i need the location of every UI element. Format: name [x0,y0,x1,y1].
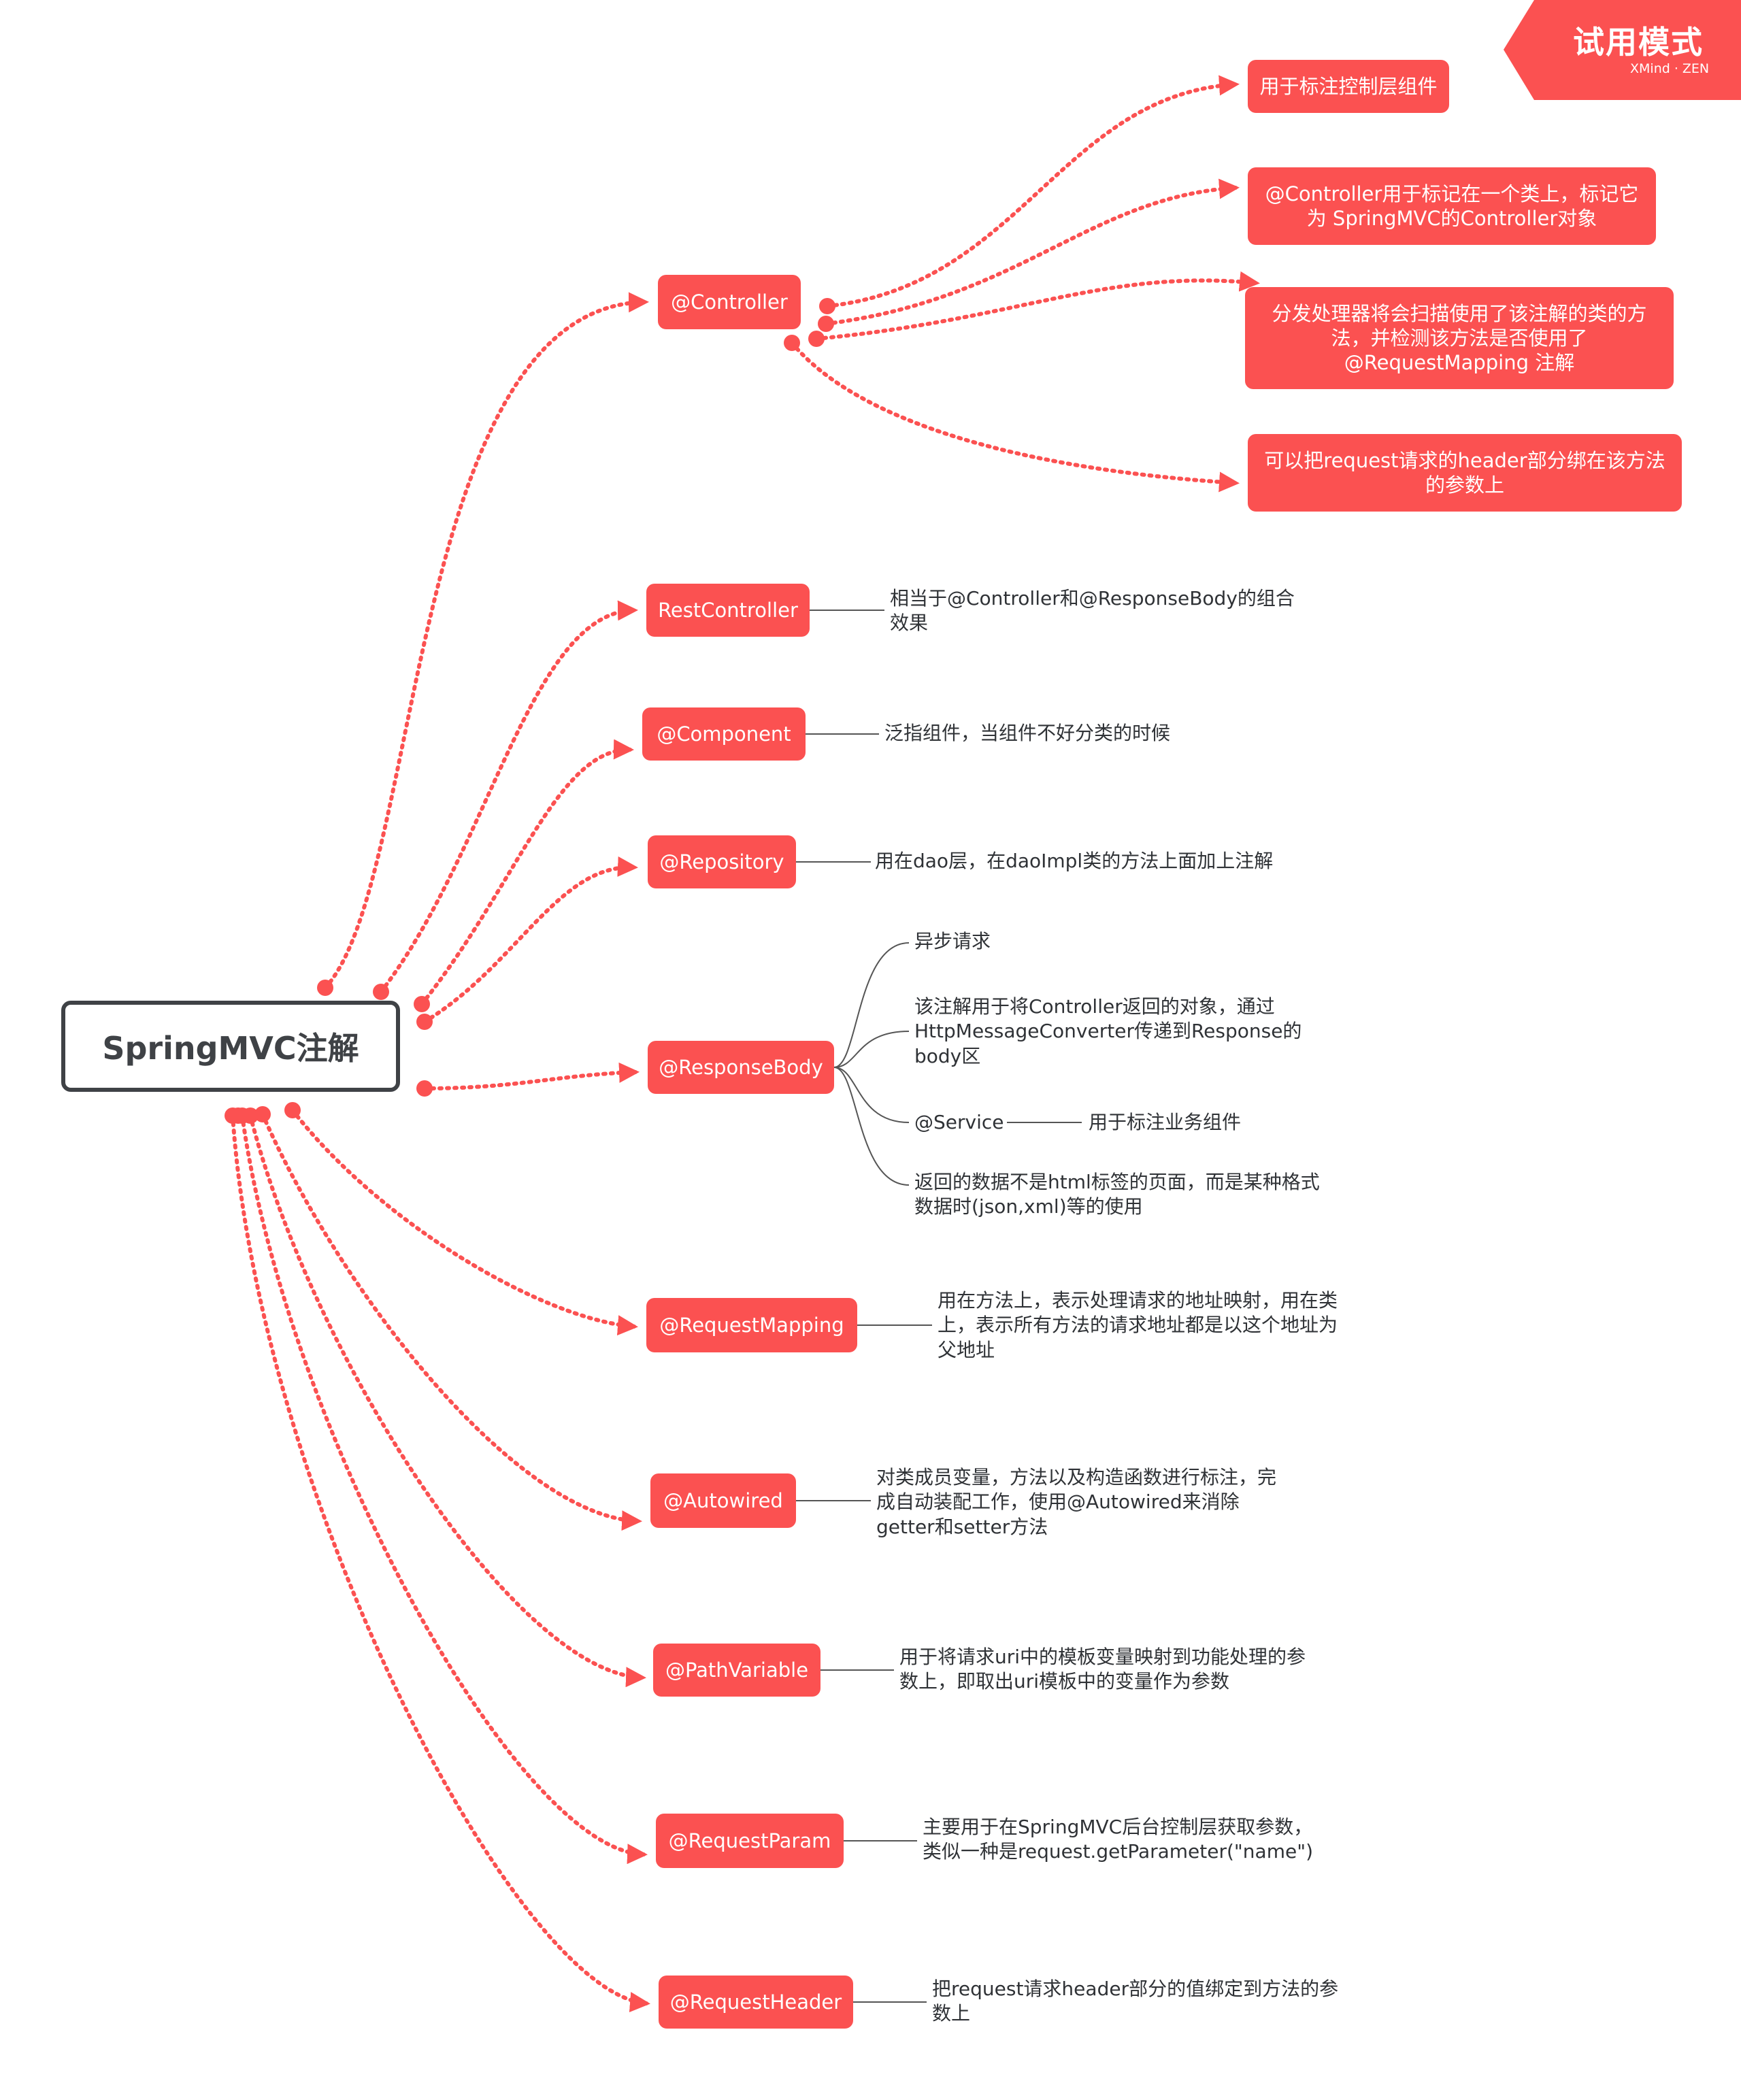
note-requestmapping: 用在方法上，表示处理请求的地址映射，用在类上，表示所有方法的请求地址都是以这个地… [938,1289,1338,1361]
connector-dot-controller [317,980,333,996]
responsebody-sub-3-note: 用于标注业务组件 [1089,1111,1242,1133]
link-root-controller [323,292,649,990]
note-autowired: 对类成员变量，方法以及构造函数进行标注，完成自动装配工作，使用@Autowire… [876,1466,1277,1538]
responsebody-sub-1: 异步请求 [914,930,991,952]
connector-dot-controller-2 [818,316,834,332]
connector-dot-responsebody [416,1080,433,1097]
topic-pathvariable[interactable]: @PathVariable [653,1644,820,1697]
link-root-pathvariable [248,1114,646,1688]
link-root-requestparam [240,1114,648,1865]
topic-restcontroller[interactable]: RestController [646,584,810,637]
link-controller-2 [824,178,1240,326]
topic-controller[interactable]: @Controller [658,275,801,329]
topic-autowired[interactable]: @Autowired [650,1473,796,1528]
trial-ribbon [1504,0,1741,100]
connector-dot-restcontroller [373,984,389,1000]
note-restcontroller: 相当于@Controller和@ResponseBody的组合效果 [890,587,1295,635]
link-root-restcontroller [379,600,638,994]
link-controller-4 [790,341,1240,493]
line-rb-3 [833,1067,910,1123]
connector-dot-controller-1 [819,298,835,314]
subtopic-controller-2[interactable]: @Controller用于标记在一个类上，标记它为 SpringMVC的Cont… [1248,167,1656,245]
connector-dot-controller-4 [784,335,800,351]
topic-requestparam[interactable]: @RequestParam [656,1814,844,1868]
topic-component[interactable]: @Component [642,707,806,761]
note-requestheader: 把request请求header部分的值绑定到方法的参数上 [932,1978,1339,2025]
link-root-requestheader [231,1114,650,2012]
note-repository: 用在dao层，在daoImpl类的方法上面加上注解 [875,850,1274,872]
connector-dot-component [414,996,430,1012]
note-component: 泛指组件，当组件不好分类的时候 [884,722,1171,744]
line-rb-4 [833,1067,910,1186]
link-root-responsebody [422,1062,640,1090]
connector-dot-autowired [254,1106,271,1122]
responsebody-sub-3: @Service [914,1111,1004,1133]
note-pathvariable: 用于将请求uri中的模板变量映射到功能处理的参数上，即取出uri模板中的变量作为… [899,1646,1306,1693]
connector-dot-requestmapping [284,1102,301,1118]
link-root-requestmapping [291,1108,638,1336]
subtopic-controller-1[interactable]: 用于标注控制层组件 [1248,60,1449,113]
subtopic-controller-3[interactable]: 分发处理器将会扫描使用了该注解的类的方法，并检测该方法是否使用了@Request… [1245,287,1674,389]
connector-dot-bottom-a [230,1107,246,1124]
connector-dot-controller-3 [808,331,825,347]
link-root-repository [422,856,638,1024]
topic-requestheader[interactable]: @RequestHeader [659,1976,853,2029]
trial-mode-label: 试用模式 [1573,24,1704,61]
root-topic[interactable]: SpringMVC注解 [61,1001,400,1092]
topic-requestmapping[interactable]: @RequestMapping [646,1298,857,1352]
line-rb-2 [833,1031,910,1068]
link-controller-1 [825,75,1240,308]
line-rb-1 [833,942,910,1068]
xmind-zen-label: XMind · ZEN [1630,61,1710,76]
link-root-autowired [261,1112,642,1531]
topic-responsebody[interactable]: @ResponseBody [648,1041,834,1094]
topic-repository[interactable]: @Repository [648,835,796,888]
responsebody-sub-4: 返回的数据不是html标签的页面，而是某种格式数据时(json,xml)等的使用 [914,1171,1320,1218]
link-controller-3 [814,271,1260,341]
link-root-component [420,739,634,1006]
note-requestparam: 主要用于在SpringMVC后台控制层获取参数，类似一种是request.get… [923,1816,1314,1863]
subtopic-controller-4[interactable]: 可以把request请求的header部分绑在该方法的参数上 [1248,434,1682,512]
connector-dot-repository [416,1014,433,1030]
